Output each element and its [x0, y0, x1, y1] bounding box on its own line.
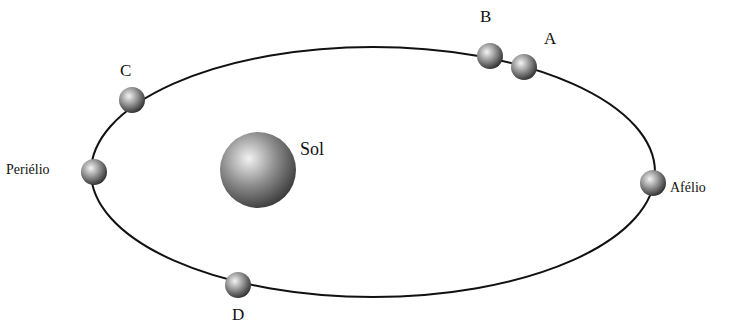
- orbit-ellipse: [91, 47, 655, 297]
- planet-sphere: [81, 159, 107, 185]
- planet-sphere: [640, 170, 666, 196]
- orbit-label: Periélio: [6, 162, 50, 177]
- orbit-label: A: [544, 30, 556, 49]
- orbit-label: Afélio: [670, 180, 706, 195]
- planet-sphere: [119, 87, 145, 113]
- planet-sphere: [225, 272, 251, 298]
- orbit-label: Sol: [300, 140, 324, 160]
- orbit-label: B: [480, 8, 491, 27]
- planet-sphere: [511, 54, 537, 80]
- orbit-label: C: [120, 62, 131, 81]
- planet-sphere: [477, 43, 503, 69]
- sun-sphere: [220, 132, 296, 208]
- orbit-label: D: [232, 306, 244, 325]
